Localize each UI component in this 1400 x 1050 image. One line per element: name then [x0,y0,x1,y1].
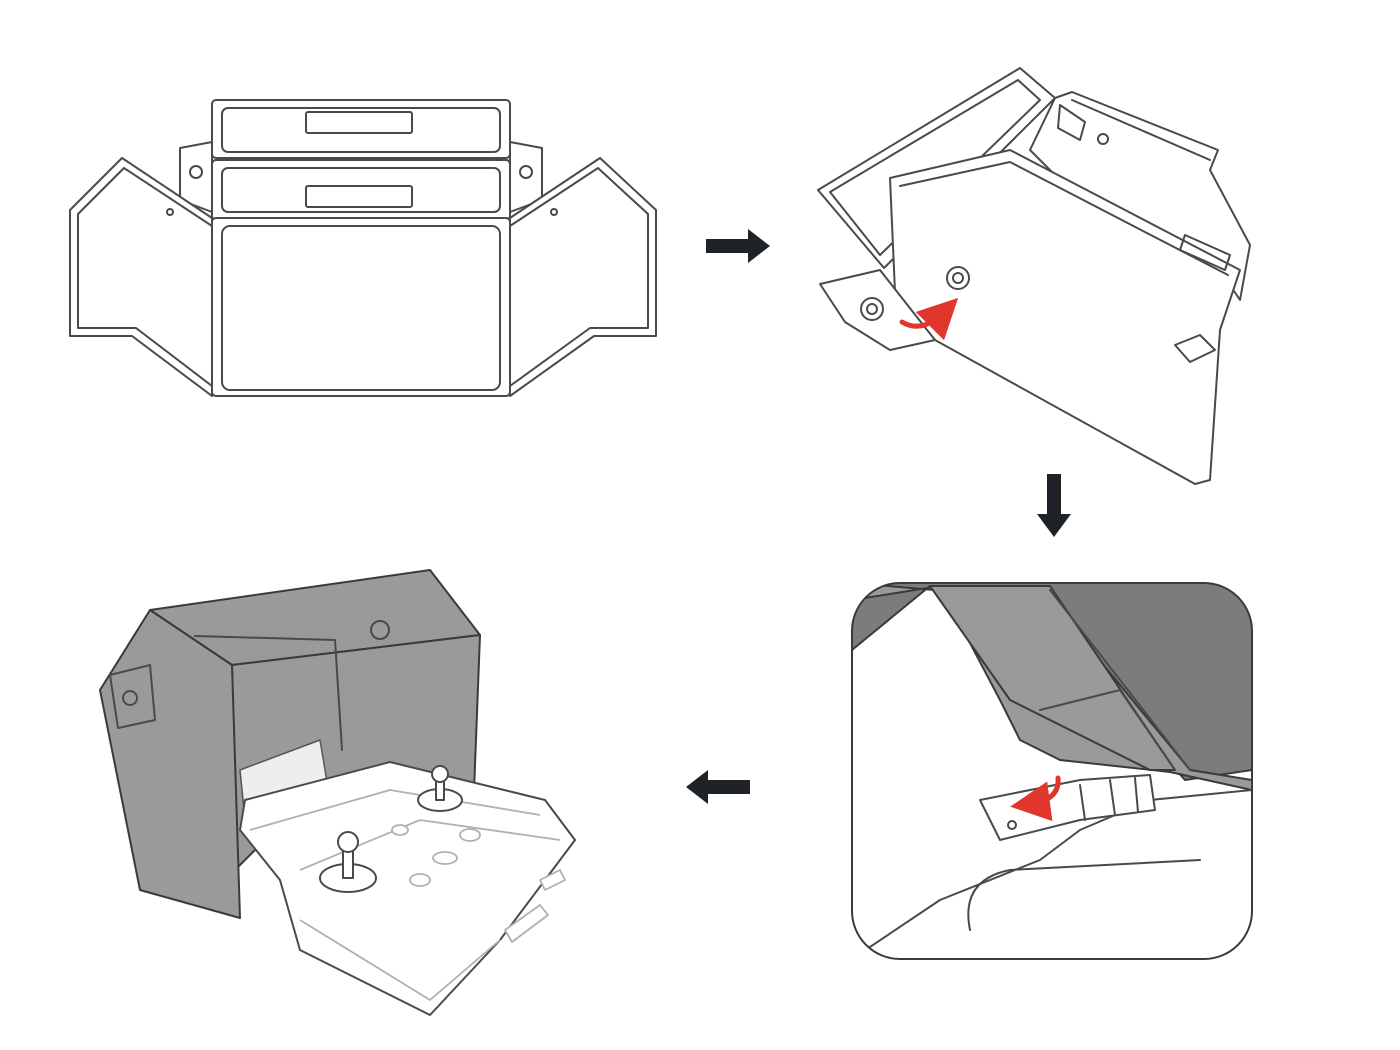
step-unfolded-hood [69,99,657,397]
center-panel-inner [221,225,501,391]
top-flap-inner-slot [305,185,413,208]
top-flap-outer-inner [221,107,501,153]
left-stick-cap[interactable] [337,831,359,853]
press-arrow-icon [1010,775,1061,822]
lower-tab-hole-inner [866,303,878,315]
panel-hole-outer [946,266,970,290]
right-stick-cap[interactable] [431,765,449,783]
detail-frame [851,582,1253,960]
panel-slot [1179,234,1231,271]
controller-button-2[interactable] [432,851,458,865]
clip-recess [1039,689,1176,771]
step-folding-side-panel [817,67,1251,485]
top-flap-inner-border [221,167,501,213]
hinge-tab [1057,104,1086,141]
controller-button-4[interactable] [391,824,409,836]
right-wing [509,157,657,397]
panel-hole-inner [952,272,964,284]
arrow-right-icon [706,229,770,263]
step-hood-on-controller [99,569,576,1016]
panel-clip [1174,334,1216,363]
arrow-left-icon [686,770,750,804]
left-tab-hole [189,165,203,179]
left-wing-hole [166,208,174,216]
controller-button-3[interactable] [459,828,481,842]
hood-rail [1049,589,1191,771]
center-panel [211,217,511,397]
controller-bottom-edge [299,919,501,1001]
controller-side-button [539,869,566,891]
hood-left-hole [122,690,138,706]
hood-left-tab [109,664,156,729]
top-flap-outer [211,99,511,159]
top-flap-outer-slot [305,111,413,134]
right-hinge-edge [1071,99,1211,161]
controller-button-1[interactable] [409,873,431,887]
lower-tab-hole-outer [860,297,884,321]
step-clip-detail [851,582,1253,960]
hinge-hole [1097,133,1109,145]
right-tab-hole [519,165,533,179]
right-wing-inner [509,167,649,387]
right-wing-hole [550,208,558,216]
rotate-arrow-icon [899,297,959,341]
left-wing [69,157,213,397]
fold-panel-inner [899,161,1229,276]
hood-face [929,585,1176,771]
arrow-down-icon [1037,474,1071,537]
controller-edge [967,859,1201,931]
clip-ridges [1079,777,1139,821]
hood-left-panel [99,609,241,919]
left-wing-inner [77,167,213,387]
controller-port [504,904,549,943]
hood-fold-line [194,635,343,751]
left-stick-shaft [342,849,354,879]
controller-body [852,789,1252,959]
hood-screw [370,620,390,640]
back-flap-inner [829,79,1041,256]
